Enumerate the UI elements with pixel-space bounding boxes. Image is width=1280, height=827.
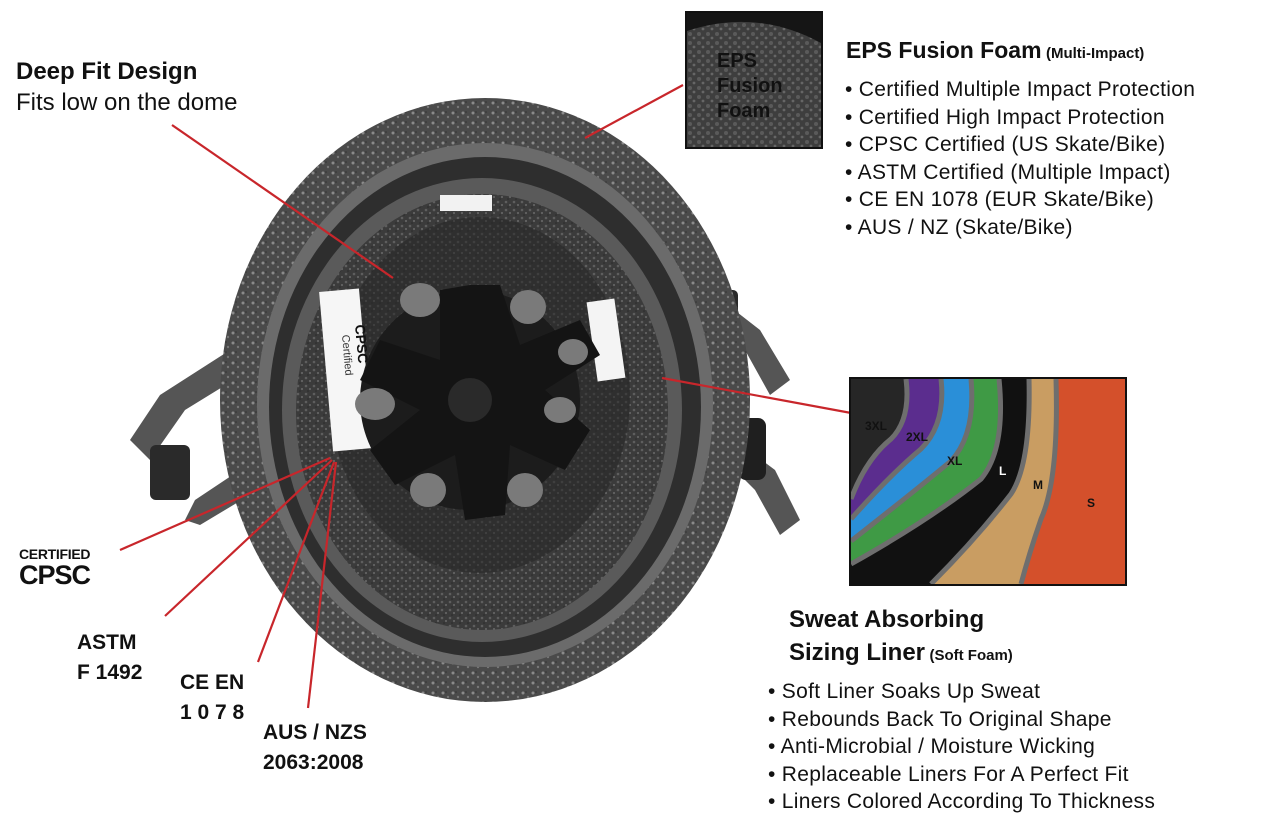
ce-line1: CE EN [180, 671, 245, 694]
aus-line1: AUS / NZS [263, 721, 367, 744]
eps-inset-line3: Foam [717, 100, 771, 122]
astm-label: ASTM F 1492 [77, 628, 142, 688]
eps-bullet: AUS / NZ (Skate/Bike) [845, 214, 1195, 242]
liner-bullet: Replaceable Liners For A Perfect Fit [768, 761, 1155, 789]
leader-ce [256, 461, 336, 663]
eps-title: EPS Fusion Foam [846, 37, 1042, 63]
aus-line2: 2063:2008 [263, 751, 364, 774]
size-label-3xl: 3XL [865, 419, 888, 433]
deep-fit-subtitle: Fits low on the dome [16, 89, 238, 116]
liner-bullet: Rebounds Back To Original Shape [768, 706, 1155, 734]
liner-sizes-inset: 3XL 2XL XL L M S [849, 377, 1127, 586]
liner-bullet: Anti-Microbial / Moisture Wicking [768, 733, 1155, 761]
cpsc-logo-small: CERTIFIED [19, 546, 91, 562]
eps-bullet: CPSC Certified (US Skate/Bike) [845, 131, 1195, 159]
liner-title-note: (Soft Foam) [929, 647, 1013, 664]
astm-line1: ASTM [77, 631, 137, 654]
eps-bullet: Certified Multiple Impact Protection [845, 76, 1195, 104]
ce-label: CE EN 1 0 7 8 [180, 668, 244, 728]
eps-bullet: Certified High Impact Protection [845, 104, 1195, 132]
liner-title-line1: Sweat Absorbing [789, 606, 985, 633]
leader-liner [661, 376, 863, 417]
helmet-sticker-line1: Certified [339, 334, 355, 376]
leader-cpsc [119, 456, 331, 552]
size-label-s: S [1087, 496, 1096, 510]
center-comfort-pad [355, 283, 600, 520]
size-label-l: L [999, 464, 1007, 478]
eps-inset-line2: Fusion [717, 75, 783, 97]
liner-bullet: Soft Liner Soaks Up Sweat [768, 678, 1155, 706]
liner-bullet-list: Soft Liner Soaks Up Sweat Rebounds Back … [768, 678, 1155, 816]
eps-foam-inset: EPS Fusion Foam [685, 11, 823, 149]
cpsc-logo: CERTIFIED CPSC [19, 546, 91, 590]
liner-title-line2: Sizing Liner [789, 639, 926, 666]
left-strap [130, 345, 250, 525]
aus-label: AUS / NZS 2063:2008 [263, 718, 367, 778]
size-label-m: M [1033, 478, 1043, 492]
astm-line2: F 1492 [77, 661, 143, 684]
eps-title-note: (Multi-Impact) [1045, 45, 1145, 62]
size-label-2xl: 2XL [906, 430, 929, 444]
helmet-sticker-line2: CPSC [352, 324, 371, 364]
eps-bullet: CE EN 1078 (EUR Skate/Bike) [845, 186, 1195, 214]
leader-astm [164, 459, 333, 617]
size-label-xl: XL [947, 454, 963, 468]
eps-inset-line1: EPS [717, 50, 758, 72]
leader-deep-fit [171, 124, 394, 279]
liner-bullet: Liners Colored According To Thickness [768, 788, 1155, 816]
eps-bullet: ASTM Certified (Multiple Impact) [845, 159, 1195, 187]
deep-fit-title: Deep Fit Design [16, 58, 198, 85]
leader-eps [584, 84, 684, 139]
leader-aus [306, 461, 338, 709]
eps-bullet-list: Certified Multiple Impact Protection Cer… [845, 76, 1195, 242]
cpsc-logo-big: CPSC [19, 560, 91, 590]
ce-line2: 1 0 7 8 [180, 701, 245, 724]
